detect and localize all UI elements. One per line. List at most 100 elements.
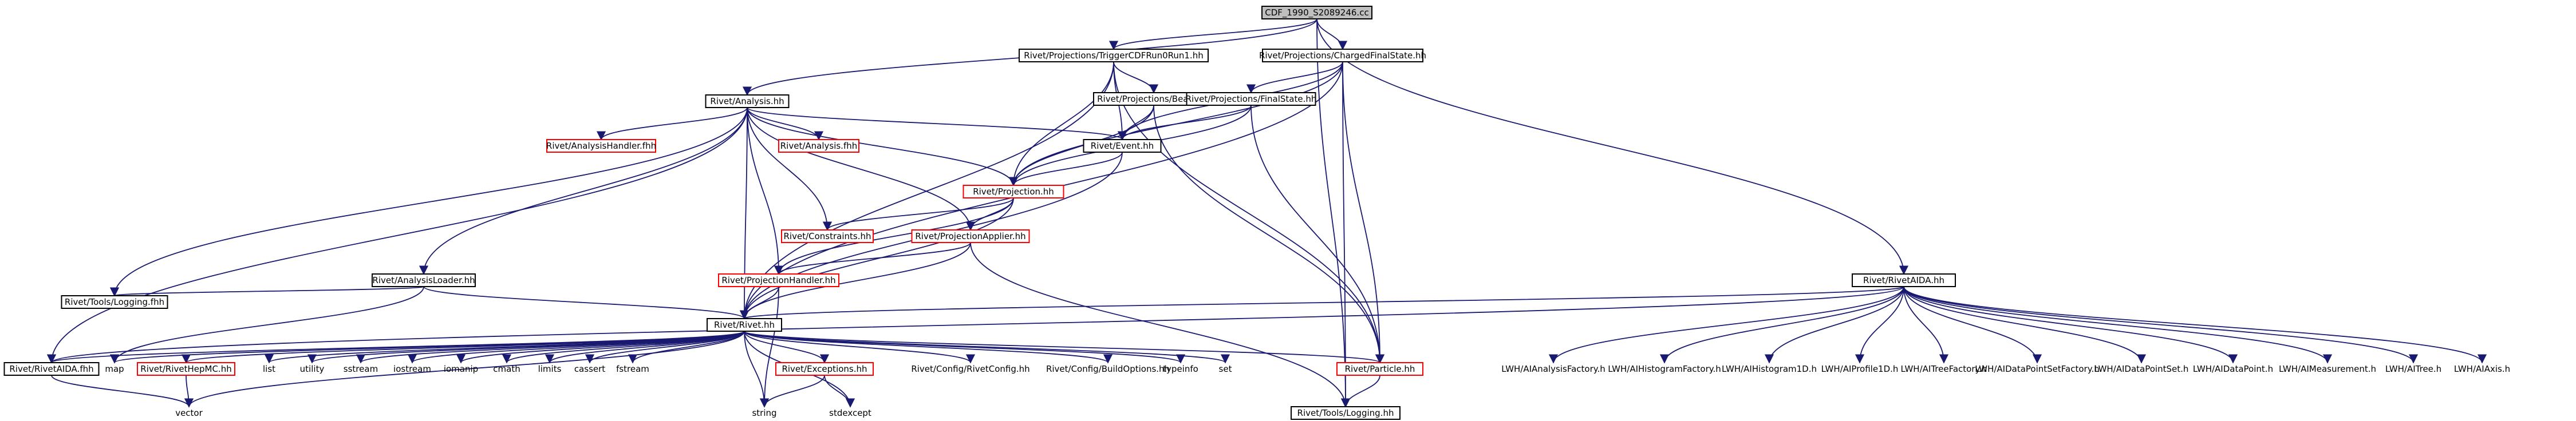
node-box <box>1083 139 1162 153</box>
node-label: Rivet/AnalysisLoader.hh <box>372 275 475 285</box>
edge-analysis-to-aloader <box>419 107 748 275</box>
node-label: Rivet/Config/BuildOptions.hh <box>1046 364 1170 374</box>
node-label: list <box>263 364 275 374</box>
node-rivet-rivetaida-hh[interactable]: Rivet/RivetAIDA.hh <box>1852 273 1956 287</box>
node-label: sstream <box>344 364 378 374</box>
edge-analysis-to-event <box>747 107 1127 141</box>
node-lwh-aianalysisfactory-h: LWH/AIAnalysisFactory.h <box>1501 364 1605 374</box>
node-box <box>775 362 874 376</box>
node-rivet-rivetaida-fhh[interactable]: Rivet/RivetAIDA.fhh <box>3 362 100 376</box>
edge-rivet-to-rconfig <box>744 331 975 364</box>
node-rivet-projections-finalstate-hh[interactable]: Rivet/Projections/FinalState.hh <box>1186 92 1317 106</box>
node-rivet-projection-hh[interactable]: Rivet/Projection.hh <box>962 185 1064 198</box>
node-cdf-1990-s2089246-cc[interactable]: CDF_1990_S2089246.cc <box>1261 6 1372 19</box>
node-lwh-aidatapointset-h: LWH/AIDataPointSet.h <box>2094 364 2189 374</box>
node-label: LWH/AIDataPoint.h <box>2193 364 2273 374</box>
edge-trig-to-rivet <box>739 61 1114 320</box>
edge-projapplier-to-projhandler <box>774 242 971 275</box>
node-box <box>1186 92 1316 106</box>
node-rivet-projectionhandler-hh[interactable]: Rivet/ProjectionHandler.hh <box>718 273 839 287</box>
file-nodes: CDF_1990_S2089246.ccRivet/Projections/Tr… <box>3 6 2510 420</box>
node-label: Rivet/RivetAIDA.fhh <box>9 364 93 374</box>
node-label: cmath <box>493 364 520 374</box>
edge-cfs-to-fs <box>1246 61 1343 94</box>
node-rivet-particle-hh[interactable]: Rivet/Particle.hh <box>1336 362 1423 376</box>
node-label: LWH/AIDataPointSet.h <box>2094 364 2189 374</box>
edge-beam-to-particle <box>1153 105 1385 364</box>
edge-rivetaida-to-rivet <box>740 286 1904 320</box>
node-rivet-projections-triggercdfrun0run1-hh[interactable]: Rivet/Projections/TriggerCDFRun0Run1.hh <box>1019 49 1209 62</box>
node-rivet-analysisloader-hh[interactable]: Rivet/AnalysisLoader.hh <box>372 273 476 287</box>
node-limits: limits <box>538 364 562 374</box>
edge-rivet-to-particle <box>744 331 1384 364</box>
node-label: Rivet/Rivet.hh <box>714 320 775 330</box>
edge-rivet-to-bconfig <box>744 331 1113 364</box>
node-label: utility <box>300 364 325 374</box>
node-rivet-constraints-hh[interactable]: Rivet/Constraints.hh <box>781 229 874 243</box>
edge-rivetaida-to-i8 <box>1903 286 2238 364</box>
node-rivet-tools-logging-fhh[interactable]: Rivet/Tools/Logging.fhh <box>61 295 168 309</box>
node-rivet-projectionapplier-hh[interactable]: Rivet/ProjectionApplier.hh <box>911 229 1030 243</box>
node-box <box>1852 273 1956 287</box>
node-label: Rivet/RivetHepMC.hh <box>140 364 231 374</box>
node-utility: utility <box>300 364 325 374</box>
edge-rivet-to-string <box>744 331 770 408</box>
node-lwh-aidatapoint-h: LWH/AIDataPoint.h <box>2193 364 2273 374</box>
edge-aloader-to-map <box>110 286 424 364</box>
edge-rivet-to-set <box>744 331 1230 364</box>
edge-rivetaida-to-i3 <box>1764 286 1904 364</box>
edge-trig-to-beam <box>1113 61 1159 94</box>
node-rivet-analysis-hh[interactable]: Rivet/Analysis.hh <box>705 94 790 108</box>
node-box <box>1336 362 1423 376</box>
edge-rivet-to-exceptions <box>744 331 830 364</box>
node-label: Rivet/Projection.hh <box>973 186 1054 197</box>
node-box <box>3 362 100 376</box>
node-box <box>1291 406 1401 420</box>
edge-trig-to-projection <box>1008 61 1114 186</box>
edge-exceptions-to-string <box>759 375 825 408</box>
node-label: stdexcept <box>829 408 871 418</box>
node-label: cassert <box>574 364 605 374</box>
node-rivet-exceptions-hh[interactable]: Rivet/Exceptions.hh <box>775 362 874 376</box>
edge-fs-to-particle <box>1250 105 1385 364</box>
node-rivet-projections-chargedfinalstate-hh[interactable]: Rivet/Projections/ChargedFinalState.hh <box>1259 49 1426 62</box>
node-label: Rivet/Projections/Beam.hh <box>1097 94 1210 104</box>
edge-rivet-to-raidafhh <box>47 331 745 364</box>
node-rivet-rivethepmc-hh[interactable]: Rivet/RivetHepMC.hh <box>137 362 235 376</box>
node-label: Rivet/ProjectionApplier.hh <box>915 231 1025 241</box>
node-label: limits <box>538 364 562 374</box>
edge-rivetaida-to-i4 <box>1855 286 1904 364</box>
node-rivet-event-hh[interactable]: Rivet/Event.hh <box>1083 139 1162 153</box>
node-rivet-analysishandler-fhh[interactable]: Rivet/AnalysisHandler.fhh <box>546 139 656 153</box>
node-rivet-config-buildoptions-hh: Rivet/Config/BuildOptions.hh <box>1046 364 1170 374</box>
node-rivet-tools-logging-hh[interactable]: Rivet/Tools/Logging.hh <box>1291 406 1401 420</box>
edge-rivetaida-to-i9 <box>1903 286 2332 364</box>
node-stdexcept: stdexcept <box>829 408 871 418</box>
node-iomanip: iomanip <box>444 364 478 374</box>
edge-rivetaida-to-i11 <box>1903 286 2487 364</box>
node-lwh-aiaxis-h: LWH/AIAxis.h <box>2454 364 2510 374</box>
node-lwh-aimeasurement-h: LWH/AIMeasurement.h <box>2279 364 2376 374</box>
node-box <box>1261 6 1372 19</box>
node-lwh-aitree-h: LWH/AITree.h <box>2385 364 2441 374</box>
node-rivet-analysis-fhh[interactable]: Rivet/Analysis.fhh <box>778 139 859 153</box>
node-box <box>718 273 839 287</box>
edge-rivet-to-cmath <box>502 331 745 364</box>
node-cassert: cassert <box>574 364 605 374</box>
node-label: Rivet/Constraints.hh <box>784 231 871 241</box>
node-list: list <box>263 364 275 374</box>
edge-rivetaida-to-i2 <box>1660 286 1904 364</box>
node-box <box>778 139 859 153</box>
node-label: Rivet/Tools/Logging.fhh <box>65 297 164 307</box>
edge-aloader-to-rivet <box>423 286 749 320</box>
node-rivet-rivet-hh[interactable]: Rivet/Rivet.hh <box>707 318 782 332</box>
node-box <box>546 139 656 153</box>
node-label: fstream <box>616 364 649 374</box>
node-box <box>705 94 790 108</box>
node-label: map <box>105 364 124 374</box>
edge-analysis-to-projapplier <box>747 107 976 231</box>
node-box <box>1019 49 1209 62</box>
edge-root-to-rivetaida <box>1316 18 1909 275</box>
node-label: LWH/AITree.h <box>2385 364 2441 374</box>
